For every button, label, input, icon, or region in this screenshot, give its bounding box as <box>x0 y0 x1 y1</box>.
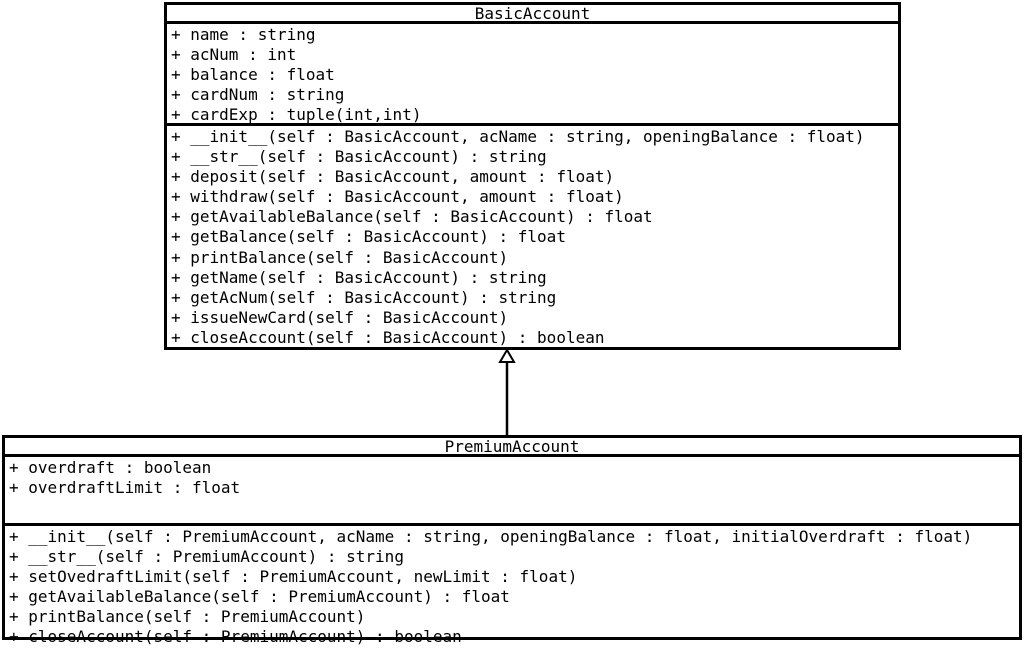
class-premium-account: PremiumAccount + overdraft : boolean + o… <box>2 435 1022 646</box>
method: + printBalance(self : PremiumAccount) <box>9 607 366 627</box>
method: + __init__(self : BasicAccount, acName :… <box>171 127 865 146</box>
method: + deposit(self : BasicAccount, amount : … <box>171 167 615 187</box>
attribute: + acNum : int <box>171 45 297 65</box>
method: + getAcNum(self : BasicAccount) : string <box>171 287 557 307</box>
attributes-compartment: + overdraft : boolean + overdraftLimit :… <box>5 457 1019 526</box>
method: + printBalance(self : BasicAccount) <box>171 247 509 267</box>
attribute: + cardExp : tuple(int,int) <box>171 105 422 125</box>
method: + closeAccount(self : PremiumAccount) : … <box>9 627 462 647</box>
methods-compartment: + __init__(self : BasicAccount, acName :… <box>167 126 898 348</box>
attribute: + cardNum : string <box>171 85 345 105</box>
method: + issueNewCard(self : BasicAccount) <box>171 307 509 327</box>
class-name-basic-account: BasicAccount <box>167 5 898 24</box>
method: + getName(self : BasicAccount) : string <box>171 267 547 287</box>
method: + __str__(self : BasicAccount) : string <box>171 147 547 167</box>
attribute: + overdraft : boolean <box>9 458 212 477</box>
methods-compartment: + __init__(self : PremiumAccount, acName… <box>5 526 1019 648</box>
method: + closeAccount(self : BasicAccount) : bo… <box>171 327 605 347</box>
class-name-premium-account: PremiumAccount <box>5 438 1019 457</box>
class-basic-account: BasicAccount + name : string + acNum : i… <box>164 2 901 350</box>
method: + getAvailableBalance(self : BasicAccoun… <box>171 207 653 227</box>
method: + setOvedraftLimit(self : PremiumAccount… <box>9 567 578 587</box>
attribute: + balance : float <box>171 65 335 85</box>
inheritance-arrowhead <box>498 348 516 363</box>
method: + getBalance(self : BasicAccount) : floa… <box>171 227 566 247</box>
attributes-compartment: + name : string + acNum : int + balance … <box>167 24 898 126</box>
method: + __init__(self : PremiumAccount, acName… <box>9 527 973 546</box>
method: + __str__(self : PremiumAccount) : strin… <box>9 547 404 567</box>
attribute: + overdraftLimit : float <box>9 478 241 498</box>
attribute: + name : string <box>171 25 316 44</box>
method: + getAvailableBalance(self : PremiumAcco… <box>9 587 510 607</box>
method: + withdraw(self : BasicAccount, amount :… <box>171 187 624 207</box>
